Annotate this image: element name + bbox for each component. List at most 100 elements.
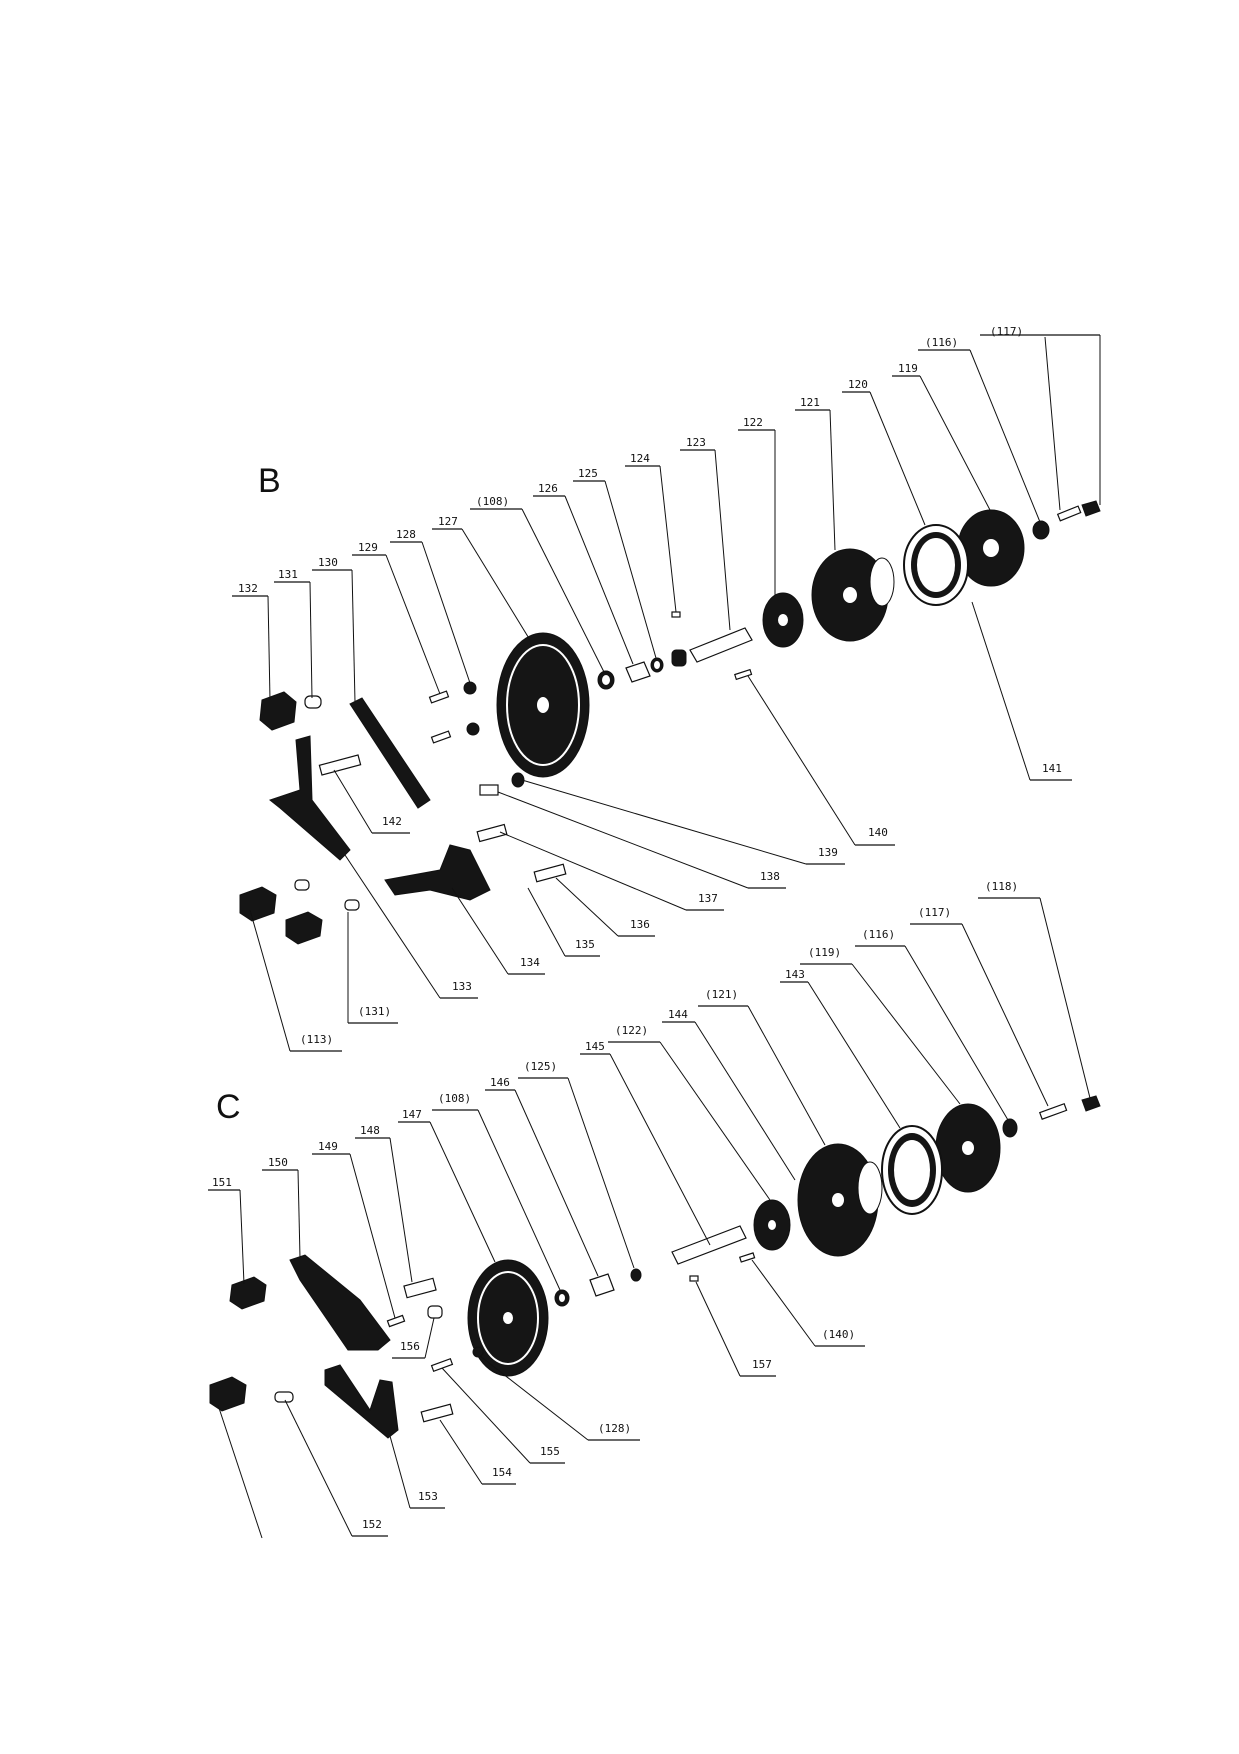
- callout-c-118: (118): [985, 880, 1018, 893]
- callout-c-144: 144: [668, 1008, 688, 1021]
- arm-150: [289, 1254, 391, 1351]
- callout-c-128: (128): [598, 1422, 631, 1435]
- callout-b-138: 138: [760, 870, 780, 883]
- roller-131b: [344, 899, 360, 911]
- callouts-section-c: (118) (117) (116) (119) 143 (121) 144 (1…: [208, 880, 1091, 1539]
- end-bolt-c: [1081, 1095, 1101, 1112]
- callout-b-127: 127: [438, 515, 458, 528]
- block-113: [239, 886, 277, 922]
- callout-b-120: 120: [848, 378, 868, 391]
- nut-128a: [463, 681, 477, 695]
- nut-128b: [466, 722, 480, 736]
- callout-b-132: 132: [238, 582, 258, 595]
- callout-b-123: 123: [686, 436, 706, 449]
- nut-139: [511, 772, 525, 788]
- shaft-145: [671, 1225, 747, 1265]
- callout-c-108: (108): [438, 1092, 471, 1105]
- callout-c-125: (125): [524, 1060, 557, 1073]
- callout-b-139: 139: [818, 846, 838, 859]
- pin-137: [476, 823, 508, 843]
- block-c-lower: [209, 1376, 247, 1412]
- callout-c-156: 156: [400, 1340, 420, 1353]
- callout-c-147: 147: [402, 1108, 422, 1121]
- ring-125c: [630, 1268, 642, 1282]
- bracket-133: [268, 735, 351, 861]
- bracket-153: [324, 1364, 399, 1439]
- callout-c-149: 149: [318, 1140, 338, 1153]
- pin-154: [420, 1403, 454, 1423]
- roller-156: [427, 1305, 443, 1319]
- callout-b-117: (117): [990, 325, 1023, 338]
- callout-b-142: 142: [382, 815, 402, 828]
- callouts-section-b: (117) (116) 119 120 121 122 123 124 125 …: [232, 325, 1101, 1052]
- roller-b: [294, 879, 310, 891]
- key-157: [689, 1275, 699, 1282]
- callout-b-131: 131: [278, 568, 298, 581]
- callout-c-116: (116): [862, 928, 895, 941]
- callout-b-135: 135: [575, 938, 595, 951]
- callout-b-129: 129: [358, 541, 378, 554]
- callout-c-121: (121): [705, 988, 738, 1001]
- section-b-drawing: B: [239, 462, 1101, 945]
- shaft-142: [318, 754, 362, 776]
- callout-c-117: (117): [918, 906, 951, 919]
- callout-c-119: (119): [808, 946, 841, 959]
- roller-131: [304, 695, 322, 709]
- callout-c-146: 146: [490, 1076, 510, 1089]
- key-124: [671, 611, 681, 618]
- callout-c-143: 143: [785, 968, 805, 981]
- end-bolt-b: [1081, 500, 1101, 517]
- callout-b-108: (108): [476, 495, 509, 508]
- callout-b-131-paren: (131): [358, 1005, 391, 1018]
- roller-152: [274, 1391, 294, 1403]
- callout-b-137: 137: [698, 892, 718, 905]
- callout-b-128: 128: [396, 528, 416, 541]
- callout-c-152: 152: [362, 1518, 382, 1531]
- callout-b-121: 121: [800, 396, 820, 409]
- callout-b-116: (116): [925, 336, 958, 349]
- callout-b-136: 136: [630, 918, 650, 931]
- callout-b-134: 134: [520, 956, 540, 969]
- callout-c-154: 154: [492, 1466, 512, 1479]
- nut-128c: [472, 1346, 484, 1358]
- callout-c-145: 145: [585, 1040, 605, 1053]
- callout-c-157: 157: [752, 1358, 772, 1371]
- callout-c-140: (140): [822, 1328, 855, 1341]
- block-138: [479, 784, 499, 796]
- collar-b: [671, 649, 687, 667]
- washer-116c: [1002, 1118, 1018, 1138]
- callout-b-125: 125: [578, 467, 598, 480]
- bush-126: [625, 661, 651, 683]
- callout-b-140: 140: [868, 826, 888, 839]
- callout-c-148: 148: [360, 1124, 380, 1137]
- pin-116: [1056, 505, 1082, 522]
- callout-b-141: 141: [1042, 762, 1062, 775]
- callout-b-130: 130: [318, 556, 338, 569]
- bush-146: [589, 1273, 615, 1297]
- clevis-b: [285, 911, 323, 945]
- key-140c: [738, 1252, 756, 1263]
- section-c-label: C: [216, 1088, 241, 1126]
- callout-c-151: 151: [212, 1176, 232, 1189]
- block-132: [259, 691, 297, 731]
- callout-c-122: (122): [615, 1024, 648, 1037]
- section-b-label: B: [258, 462, 281, 500]
- callout-b-124: 124: [630, 452, 650, 465]
- callout-b-133: 133: [452, 980, 472, 993]
- callout-c-150: 150: [268, 1156, 288, 1169]
- pin-129a: [428, 690, 450, 704]
- key-140: [734, 668, 753, 681]
- pin-129b: [430, 730, 452, 744]
- callout-c-153: 153: [418, 1490, 438, 1503]
- pin-155: [430, 1357, 454, 1373]
- callout-b-119: 119: [898, 362, 918, 375]
- callout-c-155: 155: [540, 1445, 560, 1458]
- pin-148: [403, 1277, 437, 1299]
- pin-136: [533, 863, 567, 883]
- callout-b-122: 122: [743, 416, 763, 429]
- callout-b-113: (113): [300, 1033, 333, 1046]
- shaft-123: [689, 627, 753, 663]
- section-c-drawing: C: [209, 1088, 1101, 1439]
- pin-149: [386, 1314, 406, 1328]
